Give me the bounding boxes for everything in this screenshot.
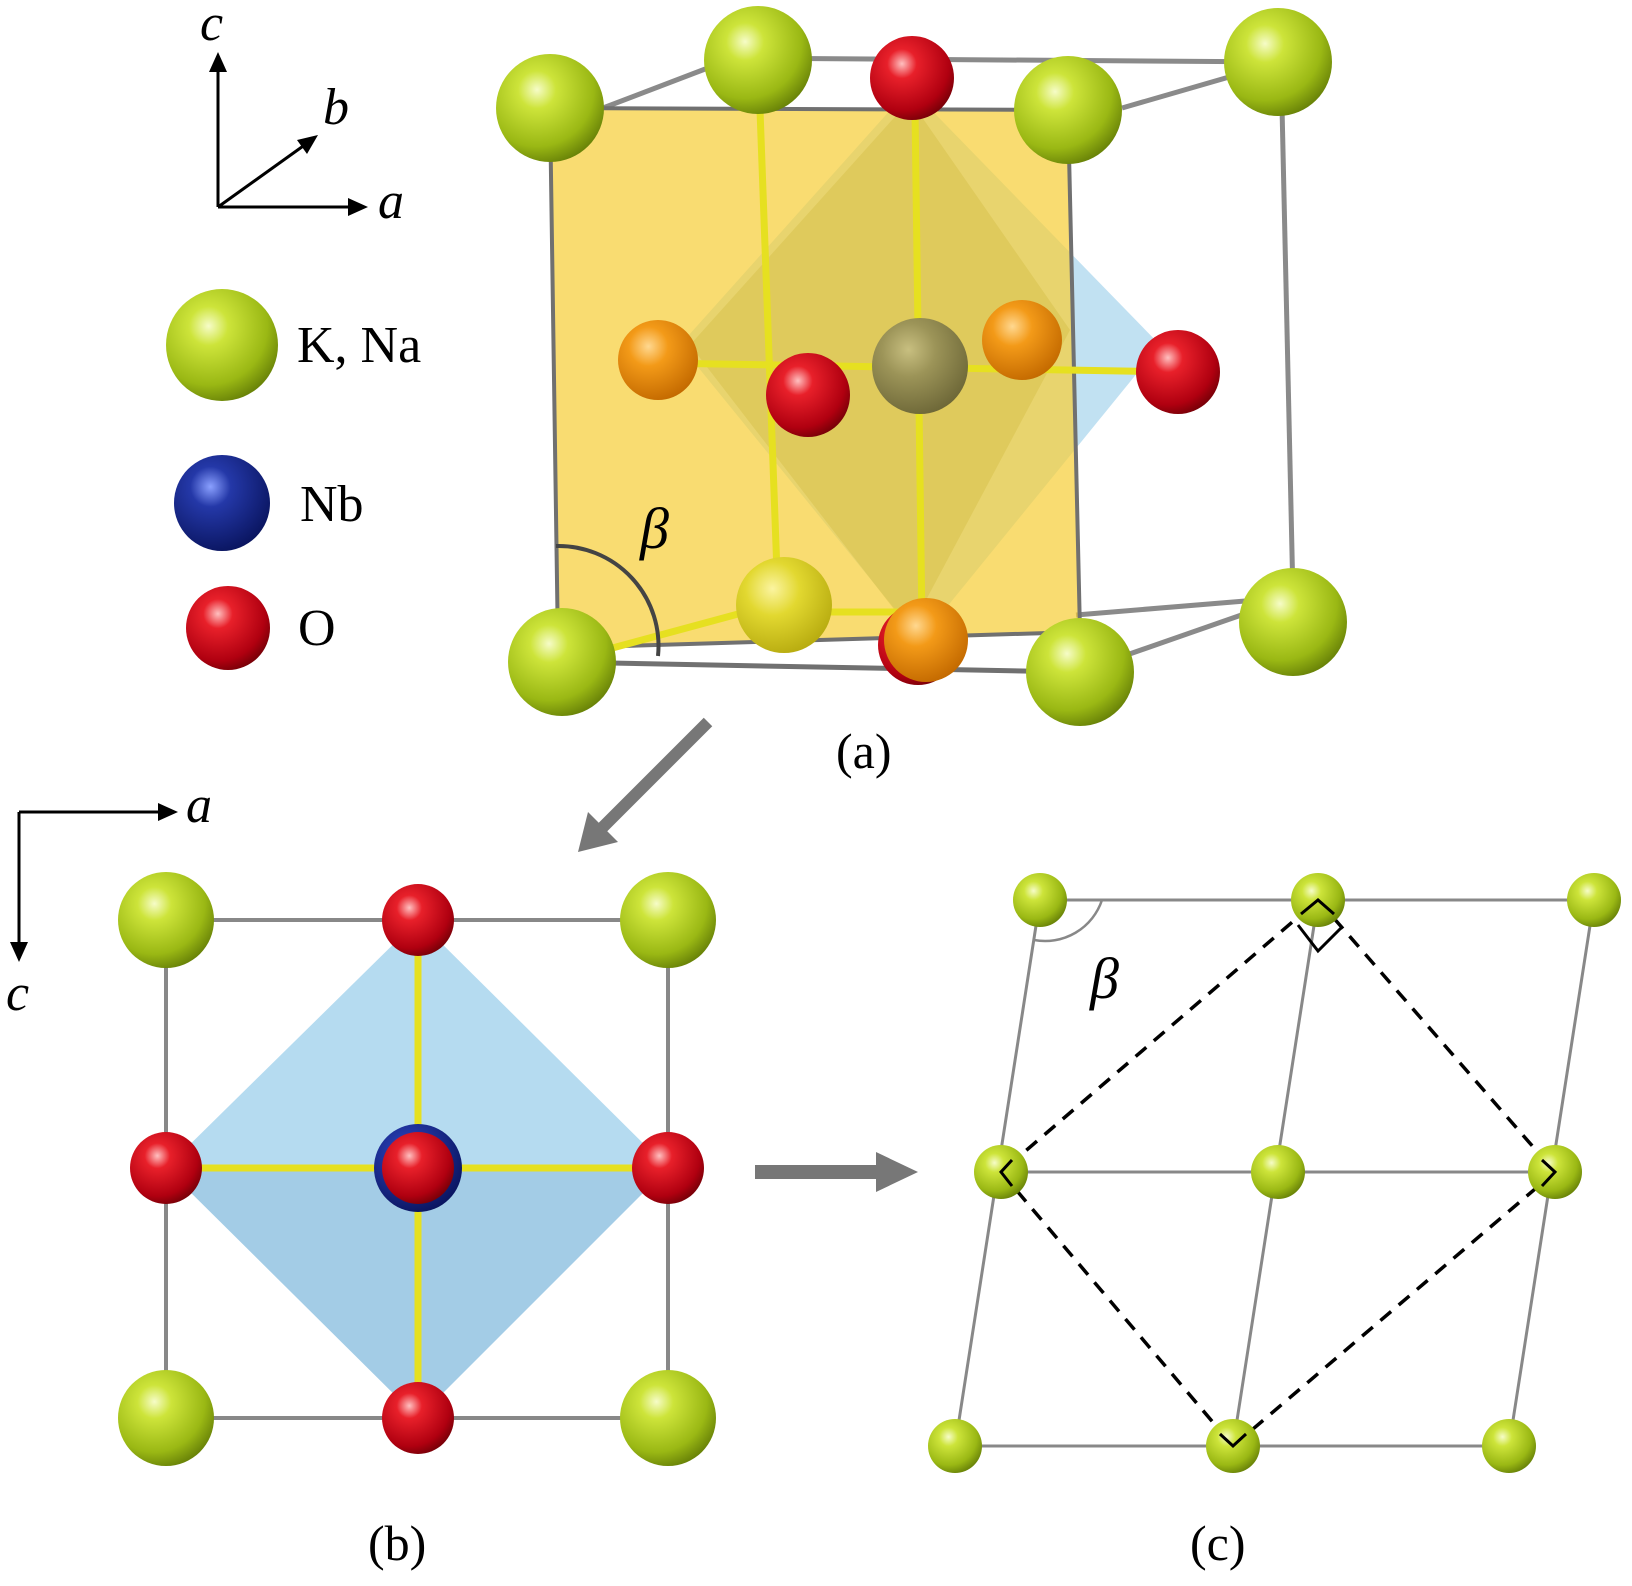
k-na-atom bbox=[928, 1419, 982, 1473]
right-angle-marker bbox=[1296, 924, 1344, 954]
k-na-atom bbox=[118, 872, 214, 968]
axis-label-a-b: a bbox=[186, 777, 212, 834]
panel-c: β (c) bbox=[928, 873, 1621, 1571]
k-na-atom bbox=[620, 1370, 716, 1466]
oxygen-atom bbox=[382, 1382, 454, 1454]
k-na-atom bbox=[508, 608, 616, 716]
k-na-atom bbox=[1026, 618, 1134, 726]
oxygen-atom-back bbox=[982, 300, 1062, 380]
k-na-atom bbox=[1239, 568, 1347, 676]
beta-arc-c bbox=[1033, 899, 1104, 943]
legend-nb-label: Nb bbox=[300, 476, 364, 533]
oxygen-atom bbox=[632, 1132, 704, 1204]
k-na-atom bbox=[118, 1370, 214, 1466]
k-na-atom bbox=[496, 54, 604, 162]
k-na-atom-back bbox=[736, 557, 832, 653]
beta-arc-a bbox=[555, 543, 661, 657]
arrow-b-to-c bbox=[755, 1152, 918, 1192]
oxygen-atom bbox=[130, 1132, 202, 1204]
beta-label-a: β bbox=[639, 496, 669, 561]
legend-o-label: O bbox=[298, 600, 336, 657]
oxygen-atom bbox=[766, 353, 850, 437]
k-na-atom bbox=[1567, 873, 1621, 927]
oxygen-atom bbox=[382, 1132, 454, 1204]
oxygen-atom bbox=[870, 36, 954, 120]
legend-k-na-swatch bbox=[166, 289, 278, 401]
primitive-cell-dashed bbox=[998, 897, 1558, 1449]
panel-a: c b a bbox=[200, 0, 1347, 779]
panel-label-a: (a) bbox=[836, 723, 892, 779]
axis-triad-a bbox=[209, 52, 368, 216]
oxygen-atom bbox=[1136, 330, 1220, 414]
axis-label-c: c bbox=[200, 0, 223, 52]
axis-label-b: b bbox=[323, 79, 349, 136]
k-na-atom bbox=[620, 872, 716, 968]
oxygen-atom-back bbox=[618, 320, 698, 400]
beta-label-c: β bbox=[1089, 946, 1119, 1011]
panel-b: a c (b) bbox=[6, 777, 716, 1571]
oxygen-atom bbox=[382, 884, 454, 956]
k-na-atom bbox=[1013, 873, 1067, 927]
axis-label-c-b: c bbox=[6, 965, 29, 1022]
legend-nb-swatch bbox=[174, 455, 270, 551]
k-na-atom bbox=[1224, 8, 1332, 116]
axis-pair-b bbox=[10, 803, 178, 962]
arrow-a-to-b bbox=[578, 717, 713, 852]
legend-o-swatch bbox=[186, 586, 270, 670]
k-na-atom bbox=[704, 6, 812, 114]
axis-label-a: a bbox=[378, 173, 404, 230]
panel-label-c: (c) bbox=[1190, 1515, 1246, 1571]
k-na-atom bbox=[1014, 56, 1122, 164]
k-na-atom bbox=[1251, 1145, 1305, 1199]
oxygen-atom-back bbox=[884, 598, 968, 682]
k-na-atom bbox=[1482, 1419, 1536, 1473]
legend: K, Na Nb O bbox=[166, 289, 421, 670]
legend-k-na-label: K, Na bbox=[297, 317, 421, 374]
niobium-atom-center bbox=[872, 318, 968, 414]
panel-label-b: (b) bbox=[368, 1515, 426, 1571]
